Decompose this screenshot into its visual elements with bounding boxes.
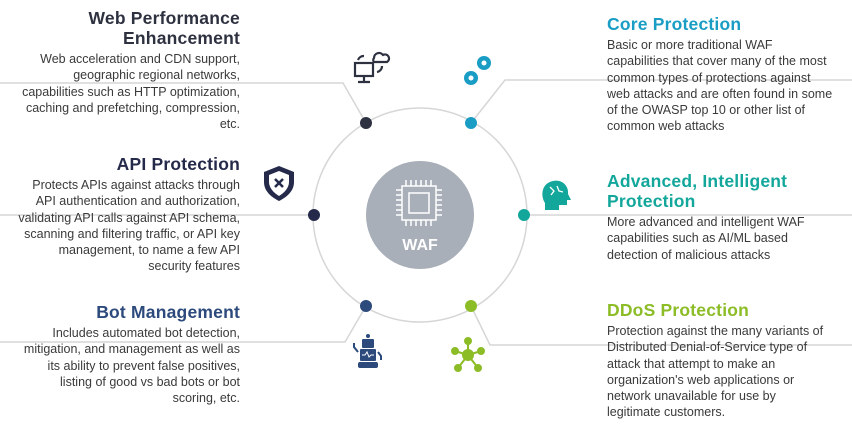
section-title: Core Protection (607, 14, 742, 34)
section-api-protection: API Protection Protects APIs against att… (0, 154, 240, 275)
chip-icon (396, 180, 442, 226)
ai-head-icon (542, 180, 571, 210)
robot-icon (353, 334, 382, 368)
dot-advanced (518, 209, 530, 221)
section-title: Bot Management (96, 302, 240, 322)
section-ddos-protection: DDoS Protection Protection against the m… (607, 300, 852, 421)
network-node-icon (451, 337, 485, 372)
hub-label: WAF (402, 237, 438, 254)
dot-core (465, 117, 477, 129)
connector-ddos (470, 305, 852, 346)
section-description: Includes automated bot detection,mitigat… (23, 326, 240, 406)
dot-ddos (465, 300, 477, 312)
shield-x-icon (264, 166, 294, 201)
cloud-sync-icon (353, 51, 391, 84)
section-bot-management: Bot Management Includes automated bot de… (0, 302, 240, 406)
waf-hub (366, 161, 474, 269)
connector-bot (0, 305, 367, 343)
dot-bot (360, 300, 372, 312)
gears-icon (464, 56, 491, 85)
dot-api (308, 209, 320, 221)
connector-core (470, 79, 852, 124)
connector-web (0, 82, 367, 124)
section-description: Web acceleration and CDN support,geograp… (22, 52, 240, 132)
dot-web (360, 117, 372, 129)
section-title: API Protection (116, 154, 240, 174)
section-title: DDoS Protection (607, 300, 750, 320)
section-core-protection: Core Protection Basic or more traditiona… (607, 14, 852, 135)
